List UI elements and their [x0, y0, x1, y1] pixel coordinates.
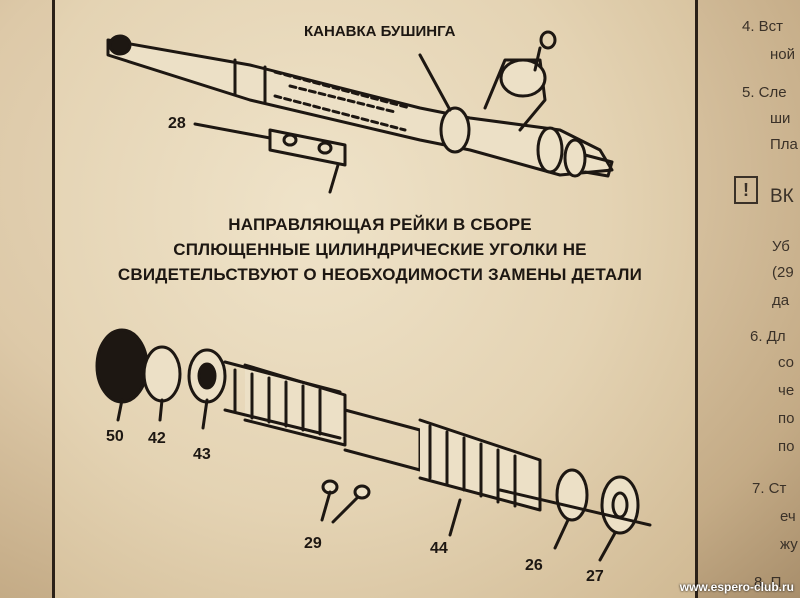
- figure-caption: НАПРАВЛЯЮЩАЯ РЕЙКИ В СБОРЕ СПЛЮЩЕННЫЕ ЦИ…: [80, 212, 680, 287]
- step-4-text: 4. Вст: [742, 18, 784, 35]
- warning-heading: ВК: [770, 186, 794, 207]
- step-6-continued-1: со: [778, 354, 795, 371]
- step-6-continued-4: по: [778, 438, 795, 455]
- caption-line-3: СВИДЕТЕЛЬСТВУЮТ О НЕОБХОДИМОСТИ ЗАМЕНЫ Д…: [117, 265, 643, 284]
- part-number-44: 44: [430, 540, 448, 557]
- part-number-42: 42: [148, 430, 166, 447]
- step-5-text: 5. Сле: [742, 84, 787, 101]
- warning-text-3: да: [772, 292, 790, 309]
- step-5-continued-1: ши: [770, 110, 791, 127]
- exploded-parts-illustration: [95, 328, 652, 562]
- bushing-part-28: [193, 122, 347, 194]
- caption-line-1: НАПРАВЛЯЮЩАЯ РЕЙКИ В СБОРЕ: [228, 215, 532, 234]
- step-7-text: 7. Ст: [752, 480, 787, 497]
- step-6-continued-2: че: [778, 382, 795, 399]
- part-number-28: 28: [168, 115, 186, 132]
- part-number-50: 50: [106, 428, 124, 445]
- part-number-27: 27: [586, 568, 604, 585]
- part-number-43: 43: [193, 446, 211, 463]
- site-watermark: www.espero-club.ru: [679, 580, 794, 594]
- step-6-continued-3: по: [778, 410, 795, 427]
- step-7-continued-2: жу: [780, 536, 798, 553]
- step-8-text: 8. П: [754, 574, 782, 591]
- bushing-groove-callout: КАНАВКА БУШИНГА: [304, 23, 456, 40]
- rack-assembly-illustration: [106, 30, 614, 178]
- part-number-29: 29: [304, 535, 322, 552]
- step-4-continued: ной: [770, 46, 796, 63]
- caption-line-2: СПЛЮЩЕННЫЕ ЦИЛИНДРИЧЕСКИЕ УГОЛКИ НЕ: [173, 240, 587, 259]
- step-7-continued-1: еч: [780, 508, 796, 525]
- warning-icon: !: [734, 176, 758, 204]
- step-5-continued-2: Пла: [770, 136, 798, 153]
- part-number-26: 26: [525, 557, 543, 574]
- warning-text-1: Уб: [772, 238, 790, 255]
- warning-text-2: (29: [772, 264, 794, 281]
- step-6-text: 6. Дл: [750, 328, 786, 345]
